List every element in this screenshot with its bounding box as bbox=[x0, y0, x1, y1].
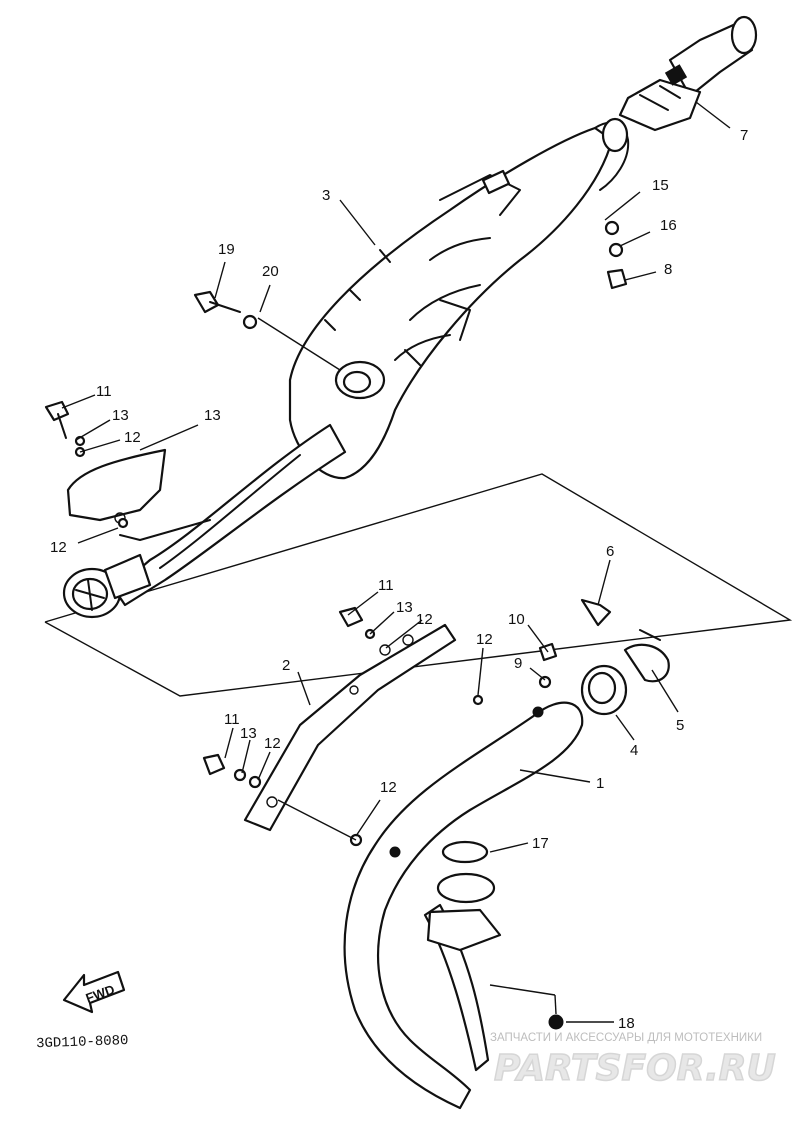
callout-3: 3 bbox=[322, 187, 330, 204]
callout-19: 19 bbox=[218, 241, 235, 258]
bracket-part-14 bbox=[66, 448, 211, 541]
exhaust-pipe-part-1 bbox=[343, 701, 584, 1110]
callout-11-a: 11 bbox=[96, 383, 112, 400]
callout-11-c: 11 bbox=[224, 711, 240, 728]
callout-1: 1 bbox=[596, 775, 604, 792]
callout-12-b: 12 bbox=[50, 539, 67, 556]
callout-14: 13 bbox=[204, 407, 221, 424]
watermark: ЗАПЧАСТИ И АКСЕССУАРЫ ДЛЯ МОТОТЕХНИКИ PA… bbox=[490, 1032, 777, 1090]
callout-16: 16 bbox=[660, 217, 677, 234]
diagram-code: 3GD110-8080 bbox=[36, 1033, 129, 1052]
callout-labels: 7 3 15 16 8 19 20 11 13 12 13 12 6 11 13… bbox=[50, 127, 748, 1032]
callout-9: 9 bbox=[514, 655, 522, 672]
callout-17: 17 bbox=[532, 835, 549, 852]
callout-5: 5 bbox=[676, 717, 684, 734]
callout-8: 8 bbox=[664, 261, 672, 278]
callout-15: 15 bbox=[652, 177, 669, 194]
callout-13-b: 13 bbox=[396, 599, 413, 616]
bracket-part-2 bbox=[243, 623, 457, 832]
callout-2: 2 bbox=[282, 657, 290, 674]
callout-4: 4 bbox=[630, 742, 638, 759]
leader-lines bbox=[61, 101, 731, 1023]
callout-20: 20 bbox=[262, 263, 279, 280]
watermark-brand: PARTSFOR.RU bbox=[494, 1048, 776, 1089]
assembly-frame bbox=[44, 473, 793, 697]
callout-7: 7 bbox=[740, 127, 748, 144]
muffler-part-3 bbox=[62, 117, 630, 619]
callout-12-a: 12 bbox=[124, 429, 141, 446]
callout-12-e: 12 bbox=[264, 735, 281, 752]
callout-18: 18 bbox=[618, 1015, 635, 1032]
callout-12-f: 12 bbox=[380, 779, 397, 796]
callout-6: 6 bbox=[606, 543, 614, 560]
tail-end-part-7 bbox=[618, 15, 758, 132]
callout-13-c: 13 bbox=[240, 725, 257, 742]
callout-12-c: 12 bbox=[416, 611, 433, 628]
fwd-arrow-icon: FWD bbox=[62, 970, 126, 1014]
watermark-tagline: ЗАПЧАСТИ И АКСЕССУАРЫ ДЛЯ МОТОТЕХНИКИ bbox=[490, 1032, 762, 1044]
callout-10: 10 bbox=[508, 611, 525, 628]
callout-12-d: 12 bbox=[476, 631, 493, 648]
callout-13-a: 13 bbox=[112, 407, 129, 424]
clamp-parts bbox=[580, 598, 670, 716]
callout-11-b: 11 bbox=[378, 577, 394, 594]
